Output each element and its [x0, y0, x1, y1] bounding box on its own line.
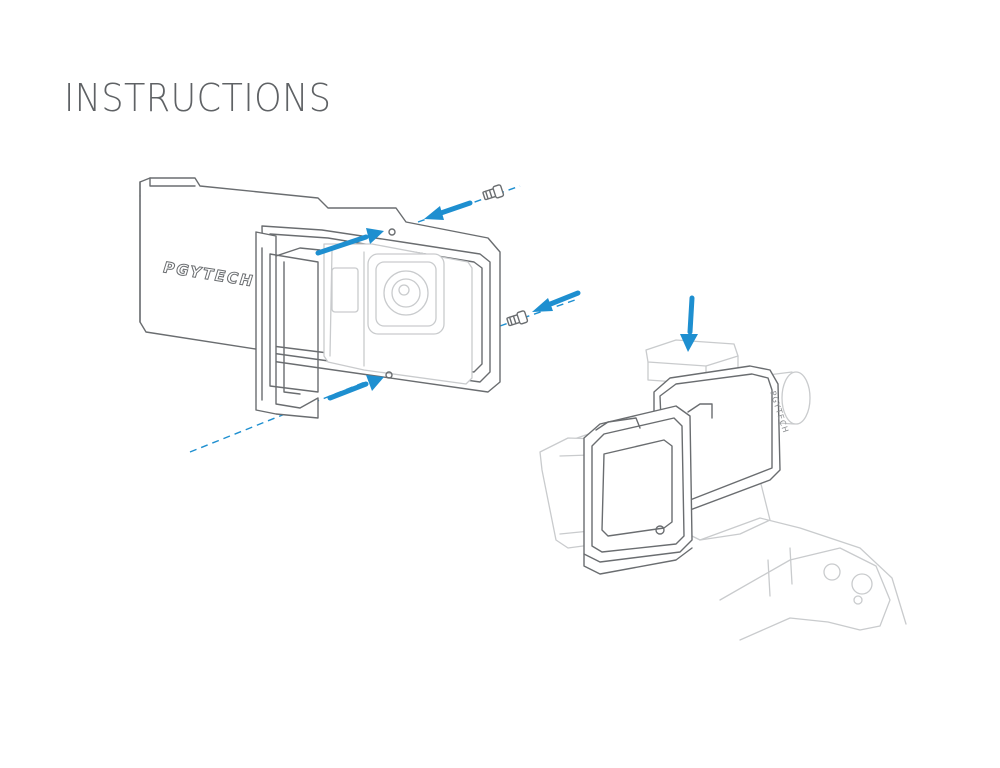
camera-screen	[601, 439, 673, 537]
screw-icon	[482, 184, 505, 201]
page-title: INSTRUCTIONS	[64, 76, 332, 120]
arrow-icon	[532, 290, 581, 312]
screw-hole	[388, 228, 396, 236]
adapter-plate-exploded: PGYTECH	[139, 177, 581, 453]
gimbal-stabilizer: PGYTECH	[539, 295, 907, 641]
clamp-frame	[255, 231, 319, 419]
screw-icon	[506, 310, 529, 327]
action-camera	[323, 243, 473, 385]
adapter-plate-edge	[139, 177, 196, 197]
arrow-icon	[315, 228, 384, 256]
arrow-icon	[327, 375, 384, 401]
clamp-frame-inner	[261, 247, 319, 401]
screw-hole	[385, 371, 393, 379]
arrow-icon	[424, 200, 473, 220]
arrow-icon	[680, 295, 698, 352]
clamp-bracket	[275, 247, 321, 395]
clamp-frame	[583, 405, 693, 563]
